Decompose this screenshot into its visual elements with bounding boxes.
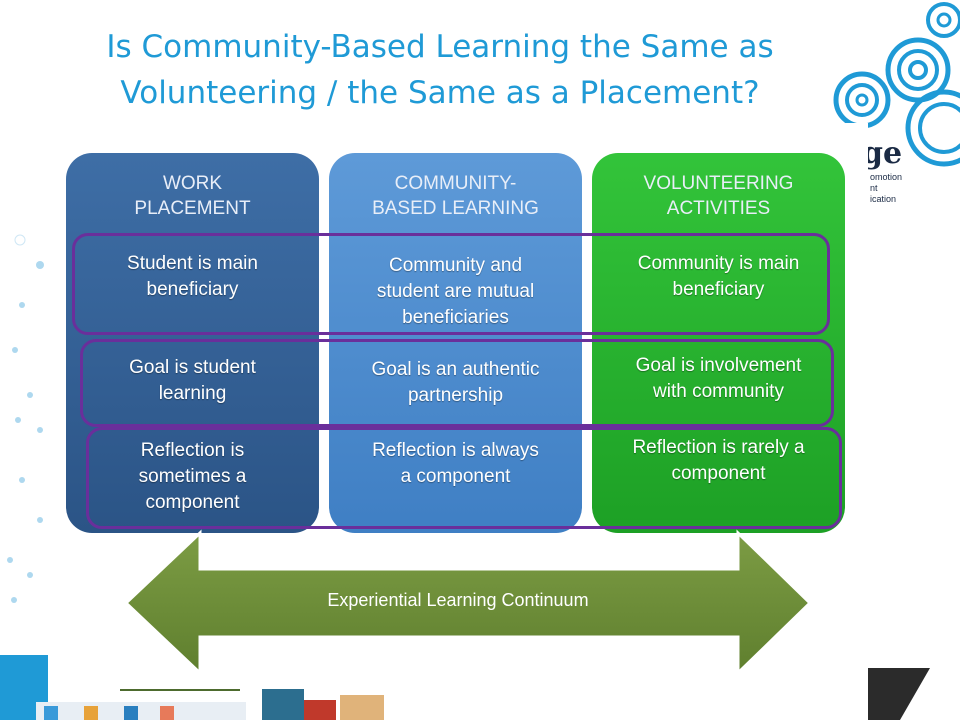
header-line: VOLUNTEERING bbox=[643, 173, 794, 194]
slide-title: Is Community-Based Learning the Same as … bbox=[20, 24, 860, 116]
cell-line: Goal is involvement bbox=[635, 355, 802, 376]
cell-line: component bbox=[671, 463, 766, 484]
cell-line: learning bbox=[158, 383, 227, 404]
header-line: COMMUNITY- bbox=[394, 173, 517, 194]
goal-cell: Goal is an authentic partnership bbox=[337, 357, 574, 409]
reflection-cell: Reflection is always a component bbox=[337, 438, 574, 490]
cell-line: with community bbox=[653, 381, 784, 402]
column-community-based-learning: COMMUNITY- BASED LEARNING Community and … bbox=[329, 153, 582, 533]
arrow-label: Experiential Learning Continuum bbox=[327, 590, 589, 610]
header-line: PLACEMENT bbox=[134, 198, 251, 219]
cell-line: partnership bbox=[407, 385, 504, 406]
cell-line: beneficiary bbox=[672, 279, 765, 300]
column-header: VOLUNTEERING ACTIVITIES bbox=[602, 171, 835, 221]
cell-line: component bbox=[145, 492, 240, 513]
goal-cell: Goal is involvement with community bbox=[600, 353, 837, 405]
continuum-arrow bbox=[123, 529, 813, 677]
cell-line: Community and bbox=[388, 255, 523, 276]
cell-line: beneficiary bbox=[146, 279, 239, 300]
logo-subtext-3: ication bbox=[870, 194, 897, 204]
goal-cell: Goal is student learning bbox=[74, 355, 311, 407]
beneficiary-cell: Student is main beneficiary bbox=[74, 251, 311, 303]
logo-text: ge bbox=[862, 136, 903, 171]
title-line-2: Volunteering / the Same as a Placement? bbox=[120, 75, 760, 111]
beneficiary-row-highlight bbox=[72, 233, 830, 335]
goal-row-highlight bbox=[80, 339, 834, 427]
logo-subtext-1: omotion bbox=[870, 172, 903, 182]
column-volunteering-activities: VOLUNTEERING ACTIVITIES Community is mai… bbox=[592, 153, 845, 533]
beneficiary-cell: Community is main beneficiary bbox=[600, 251, 837, 303]
header-line: ACTIVITIES bbox=[666, 198, 771, 219]
cell-line: Reflection is rarely a bbox=[632, 437, 805, 458]
header-line: BASED LEARNING bbox=[372, 198, 539, 219]
cell-line: Community is main bbox=[637, 253, 800, 274]
cell-line: Student is main bbox=[127, 253, 258, 274]
reflection-cell: Reflection is rarely a component bbox=[600, 435, 837, 487]
town-illustration bbox=[36, 672, 384, 720]
cell-line: student are mutual bbox=[376, 281, 535, 302]
column-header: COMMUNITY- BASED LEARNING bbox=[339, 171, 572, 221]
cell-line: Reflection is bbox=[140, 440, 245, 461]
cell-line: Goal is student bbox=[129, 357, 256, 378]
title-line-1: Is Community-Based Learning the Same as bbox=[106, 29, 774, 65]
cell-line: sometimes a bbox=[138, 466, 247, 487]
column-header: WORK PLACEMENT bbox=[76, 171, 309, 221]
column-work-placement: WORK PLACEMENT Student is main beneficia… bbox=[66, 153, 319, 533]
beneficiary-cell: Community and student are mutual benefic… bbox=[337, 253, 574, 331]
reflection-cell: Reflection is sometimes a component bbox=[74, 438, 311, 516]
logo-subtext-2: nt bbox=[870, 183, 878, 193]
cell-line: Goal is an authentic bbox=[371, 359, 540, 380]
comparison-diagram: WORK PLACEMENT Student is main beneficia… bbox=[48, 123, 868, 689]
header-line: WORK bbox=[162, 173, 223, 194]
cell-line: Reflection is always bbox=[372, 440, 539, 461]
cell-line: a component bbox=[400, 466, 511, 487]
reflection-row-highlight bbox=[86, 427, 842, 529]
cell-line: beneficiaries bbox=[402, 307, 509, 328]
